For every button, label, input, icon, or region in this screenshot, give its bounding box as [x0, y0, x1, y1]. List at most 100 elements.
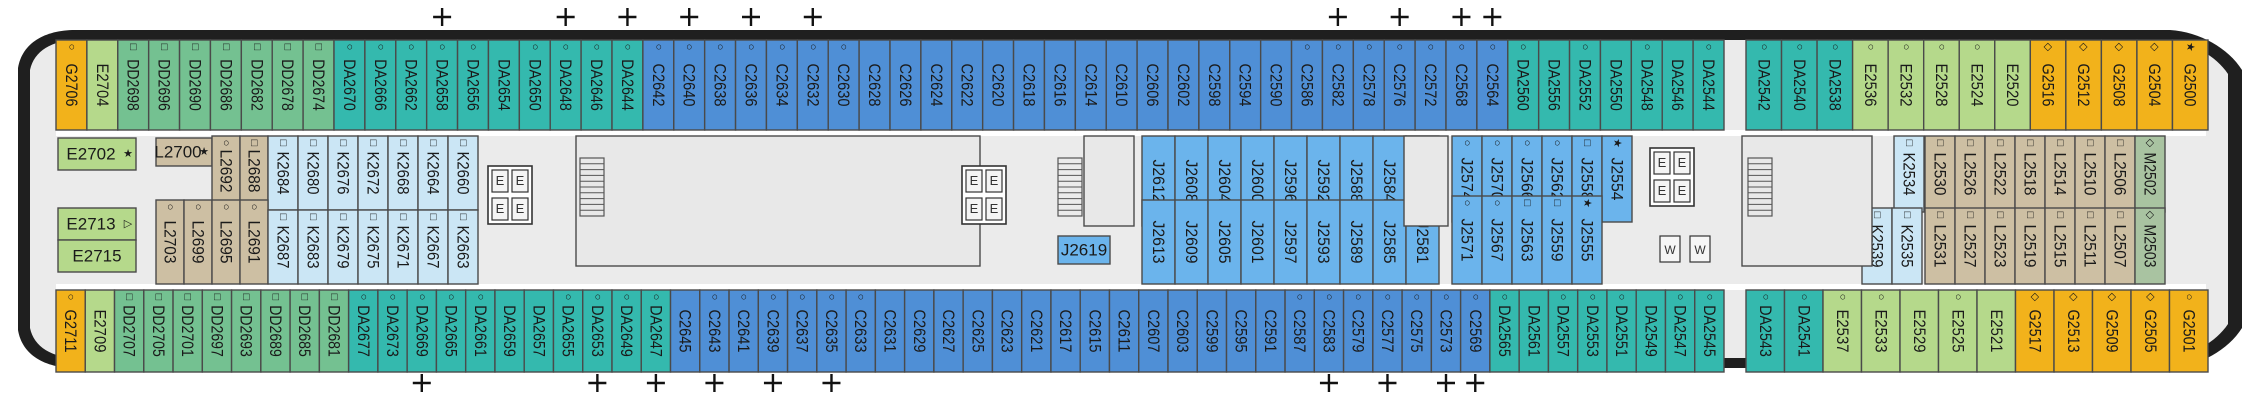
cabin-da2547[interactable]: DA2547○ — [1664, 289, 1696, 373]
cabin-da2548[interactable]: DA2548○ — [1630, 39, 1663, 131]
cabin-e2525[interactable]: E2525○ — [1937, 289, 1978, 373]
cabin-c2598[interactable]: C2598 — [1198, 39, 1231, 131]
cabin-e2537[interactable]: E2537○ — [1822, 289, 1863, 373]
cabin-c2645[interactable]: C2645 — [669, 289, 701, 373]
cabin-c2631[interactable]: C2631 — [874, 289, 906, 373]
cabin-da2649[interactable]: DA2649○ — [611, 289, 642, 373]
cabin-k2675[interactable]: K2675□ — [357, 209, 389, 285]
cabin-l2527[interactable]: L2527□ — [1954, 207, 1986, 285]
cabin-c2564[interactable]: C2564○ — [1476, 39, 1509, 131]
cabin-l2515[interactable]: L2515□ — [2044, 207, 2076, 285]
cabin-da2550[interactable]: DA2550 — [1599, 39, 1633, 131]
cabin-e2533[interactable]: E2533○ — [1860, 289, 1901, 373]
cabin-dd2681[interactable]: DD2681□ — [318, 289, 350, 373]
cabin-m2502[interactable]: M2502◇ — [2134, 135, 2166, 213]
cabin-k2660[interactable]: K2660□ — [447, 135, 479, 211]
cabin-k2676[interactable]: K2676□ — [327, 135, 359, 211]
cabin-dd2707[interactable]: DD2707□ — [113, 289, 145, 373]
cabin-j2555[interactable]: J2555★ — [1571, 195, 1603, 285]
cabin-j2597[interactable]: J2597 — [1273, 199, 1308, 285]
cabin-dd2701[interactable]: DD2701□ — [172, 289, 204, 373]
cabin-c2606[interactable]: C2606 — [1136, 39, 1169, 131]
cabin-j2601[interactable]: J2601 — [1240, 199, 1275, 285]
cabin-da2658[interactable]: DA2658○ — [425, 39, 459, 131]
cabin-da2661[interactable]: DA2661○ — [464, 289, 496, 373]
cabin-l2519[interactable]: L2519□ — [2014, 207, 2046, 285]
cabin-da2544[interactable]: DA2544○ — [1692, 39, 1725, 131]
cabin-g2513[interactable]: G2513◇ — [2053, 289, 2094, 373]
cabin-c2591[interactable]: C2591 — [1255, 289, 1286, 373]
cabin-j2585[interactable]: J2585 — [1372, 199, 1407, 285]
cabin-c2632[interactable]: C2632○ — [796, 39, 829, 131]
cabin-dd2682[interactable]: DD2682□ — [240, 39, 273, 131]
cabin-e2713[interactable]: E2713▷ — [57, 207, 137, 241]
cabin-j2567[interactable]: J2567○ — [1481, 195, 1513, 285]
cabin-e2524[interactable]: E2524○ — [1958, 39, 1996, 131]
cabin-c2634[interactable]: C2634○ — [765, 39, 799, 131]
cabin-da2648[interactable]: DA2648○ — [549, 39, 582, 131]
cabin-c2586[interactable]: C2586○ — [1290, 39, 1324, 131]
cabin-j2613[interactable]: J2613 — [1141, 199, 1176, 285]
cabin-dd2678[interactable]: DD2678□ — [271, 39, 304, 131]
cabin-da2540[interactable]: DA2540○ — [1780, 39, 1818, 131]
cabin-c2637[interactable]: C2637○ — [786, 289, 818, 373]
cabin-c2576[interactable]: C2576○ — [1383, 39, 1416, 131]
cabin-c2568[interactable]: C2568○ — [1445, 39, 1478, 131]
cabin-l2691[interactable]: L2691○ — [239, 199, 269, 285]
cabin-l2695[interactable]: L2695○ — [211, 199, 241, 285]
cabin-da2662[interactable]: DA2662○ — [395, 39, 428, 131]
cabin-e2529[interactable]: E2529 — [1899, 289, 1940, 373]
cabin-da2653[interactable]: DA2653○ — [582, 289, 613, 373]
cabin-e2704[interactable]: E2704 — [86, 39, 119, 131]
cabin-k2664[interactable]: K2664□ — [417, 135, 449, 211]
cabin-e2536[interactable]: E2536○ — [1851, 39, 1889, 131]
cabin-j2563[interactable]: J2563□ — [1511, 195, 1543, 285]
cabin-j2554[interactable]: J2554★ — [1601, 135, 1633, 223]
cabin-da2657[interactable]: DA2657 — [523, 289, 555, 373]
cabin-g2706[interactable]: G2706○ — [55, 39, 88, 131]
cabin-c2577[interactable]: C2577○ — [1372, 289, 1403, 373]
cabin-dd2690[interactable]: DD2690□ — [178, 39, 212, 131]
cabin-c2582[interactable]: C2582○ — [1321, 39, 1355, 131]
cabin-k2672[interactable]: K2672□ — [357, 135, 389, 211]
cabin-l2688[interactable]: L2688□ — [239, 135, 269, 207]
cabin-c2602[interactable]: C2602 — [1167, 39, 1200, 131]
cabin-c2643[interactable]: C2643○ — [699, 289, 730, 373]
cabin-c2640[interactable]: C2640○ — [673, 39, 706, 131]
cabin-c2603[interactable]: C2603 — [1167, 289, 1198, 373]
cabin-da2549[interactable]: DA2549 — [1635, 289, 1667, 373]
cabin-c2569[interactable]: C2569○ — [1459, 289, 1491, 373]
cabin-c2638[interactable]: C2638○ — [703, 39, 737, 131]
cabin-l2699[interactable]: L2699○ — [183, 199, 213, 285]
cabin-da2542[interactable]: DA2542○ — [1745, 39, 1783, 131]
cabin-dd2689[interactable]: DD2689□ — [260, 289, 291, 373]
cabin-l2507[interactable]: L2507□ — [2104, 207, 2136, 285]
cabin-da2644[interactable]: DA2644○ — [611, 39, 644, 131]
cabin-k2683[interactable]: K2683□ — [297, 209, 329, 285]
cabin-g2512[interactable]: G2512◇ — [2065, 39, 2103, 131]
cabin-da2677[interactable]: DA2677○ — [347, 289, 379, 373]
cabin-e2709[interactable]: E2709 — [84, 289, 116, 373]
cabin-l2692[interactable]: L2692○ — [211, 135, 241, 207]
cabin-l2518[interactable]: L2518□ — [2014, 135, 2046, 213]
cabin-c2633[interactable]: C2633○ — [845, 289, 877, 373]
cabin-j2559[interactable]: J2559□ — [1541, 195, 1573, 285]
cabin-l2703[interactable]: L2703○ — [155, 199, 185, 285]
cabin-c2621[interactable]: C2621 — [1020, 289, 1052, 373]
cabin-l2526[interactable]: L2526□ — [1954, 135, 1986, 213]
cabin-da2552[interactable]: DA2552○ — [1568, 39, 1602, 131]
cabin-l2523[interactable]: L2523□ — [1984, 207, 2016, 285]
cabin-dd2696[interactable]: DD2696□ — [147, 39, 181, 131]
cabin-da2673[interactable]: DA2673○ — [377, 289, 408, 373]
cabin-j2619[interactable]: J2619 — [1057, 235, 1111, 265]
cabin-c2618[interactable]: C2618 — [1012, 39, 1046, 131]
cabin-dd2698[interactable]: DD2698□ — [117, 39, 150, 131]
cabin-c2641[interactable]: C2641○ — [728, 289, 760, 373]
cabin-j2589[interactable]: J2589 — [1339, 199, 1374, 285]
cabin-da2545[interactable]: DA2545○ — [1694, 289, 1725, 373]
cabin-k2668[interactable]: K2668□ — [387, 135, 419, 211]
cabin-c2642[interactable]: C2642○ — [642, 39, 675, 131]
cabin-e2532[interactable]: E2532○ — [1887, 39, 1925, 131]
cabin-da2655[interactable]: DA2655○ — [552, 289, 584, 373]
cabin-l2514[interactable]: L2514□ — [2044, 135, 2076, 213]
